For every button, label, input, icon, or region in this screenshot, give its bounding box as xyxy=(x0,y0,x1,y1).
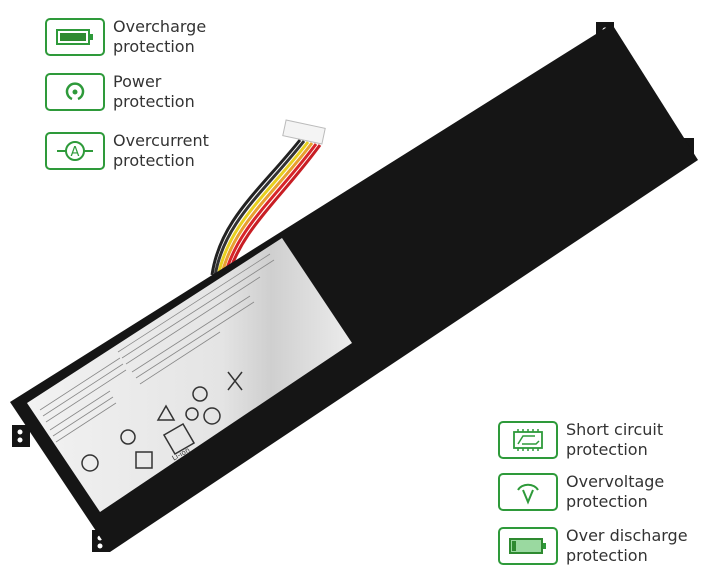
ammeter-icon: A xyxy=(45,132,105,170)
label-print xyxy=(39,253,275,443)
badge-label: Short circuit xyxy=(566,420,664,439)
battery-label xyxy=(27,238,352,512)
badge-label: protection xyxy=(113,151,195,170)
badge-label: protection xyxy=(113,37,195,56)
badge-label: Overcurrent xyxy=(113,131,209,150)
label-symbols xyxy=(81,371,243,472)
badge-label: Overcharge xyxy=(113,17,207,36)
badge-label: protection xyxy=(566,440,648,459)
badge-label: Power xyxy=(113,72,162,91)
badge-label: protection xyxy=(566,492,648,511)
badge-label: protection xyxy=(566,546,648,565)
cable-connector xyxy=(282,119,326,145)
svg-text:A: A xyxy=(71,145,80,160)
circuit-board-icon xyxy=(498,421,558,459)
badge-label: protection xyxy=(113,92,195,111)
power-icon xyxy=(45,73,105,111)
badge-label: Overvoltage xyxy=(566,472,665,491)
battery-low-icon xyxy=(498,527,558,565)
badge-label: Over discharge xyxy=(566,526,688,545)
battery-full-icon xyxy=(45,18,105,56)
voltmeter-icon xyxy=(498,473,558,511)
